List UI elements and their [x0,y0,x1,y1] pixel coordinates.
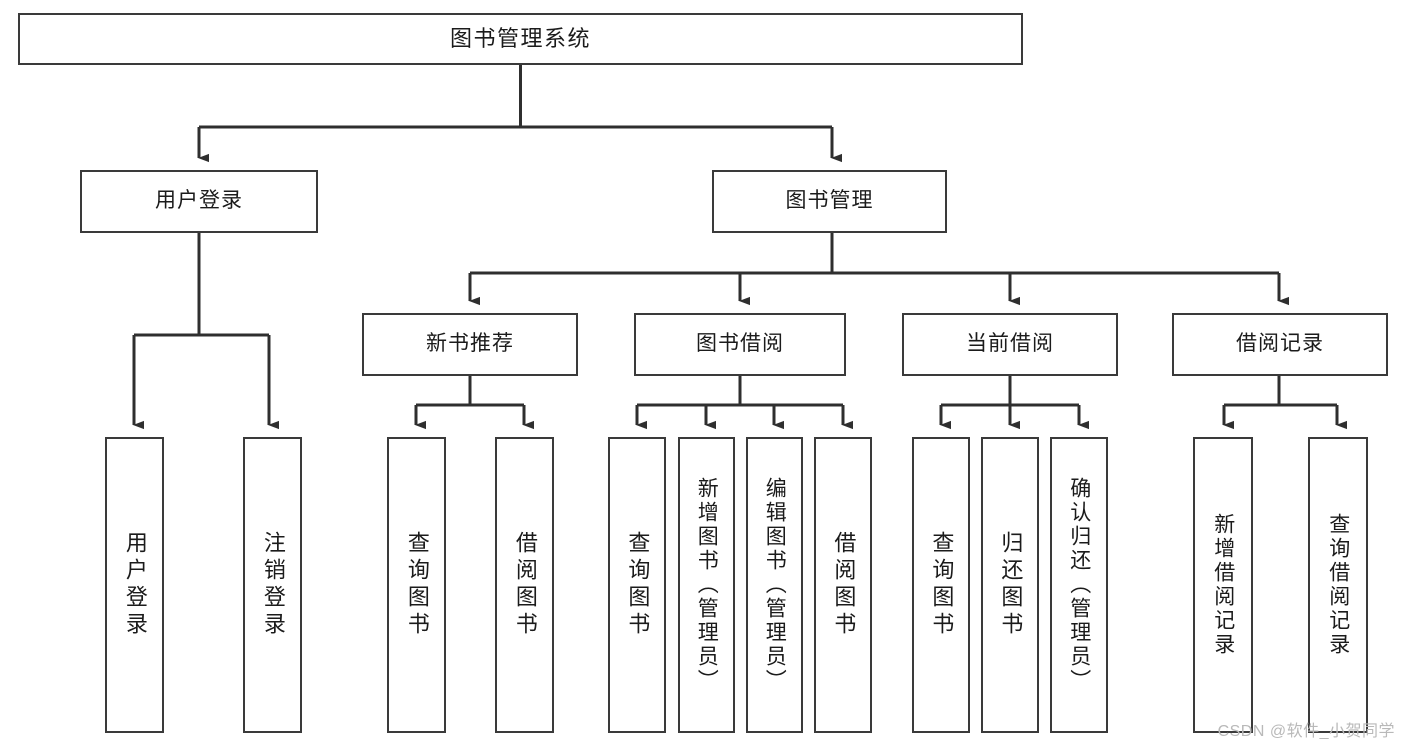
node-borrow-record[interactable]: 借阅记录 [1172,313,1388,376]
leaf-current-borrow-return[interactable]: 归还图书 [981,437,1039,733]
leaf-book-borrow-add[interactable]: 新增图书（管理员） [678,437,735,733]
leaf-borrow-record-query[interactable]: 查询借阅记录 [1308,437,1368,733]
node-new-book-recommend[interactable]: 新书推荐 [362,313,578,376]
node-label: 借阅图书 [831,531,857,639]
node-root-system[interactable]: 图书管理系统 [18,13,1023,65]
node-label: 编辑图书（管理员） [763,477,787,693]
node-label: 用户登录 [155,189,243,213]
leaf-new-book-query[interactable]: 查询图书 [387,437,446,733]
node-label: 新增图书（管理员） [695,477,719,693]
node-label: 查询图书 [404,531,430,639]
node-label: 借阅记录 [1236,332,1324,356]
leaf-book-borrow-query[interactable]: 查询图书 [608,437,666,733]
node-label: 当前借阅 [966,332,1054,356]
leaf-book-borrow-borrow[interactable]: 借阅图书 [814,437,872,733]
node-label: 注销登录 [260,531,286,639]
node-label: 图书管理 [785,189,874,213]
leaf-user-login-login[interactable]: 用户登录 [105,437,164,733]
node-current-borrow[interactable]: 当前借阅 [902,313,1118,376]
node-label: 新增借阅记录 [1211,513,1235,657]
leaf-current-borrow-confirm-return[interactable]: 确认归还（管理员） [1050,437,1108,733]
node-label: 图书借阅 [696,332,784,356]
node-label: 确认归还（管理员） [1067,477,1091,693]
node-label: 借阅图书 [512,531,538,639]
node-book-borrow[interactable]: 图书借阅 [634,313,846,376]
leaf-borrow-record-add[interactable]: 新增借阅记录 [1193,437,1253,733]
node-label: 归还图书 [998,531,1024,639]
leaf-current-borrow-query[interactable]: 查询图书 [912,437,970,733]
node-label: 用户登录 [122,531,148,639]
node-label: 查询图书 [929,531,955,639]
node-label: 图书管理系统 [449,26,591,52]
node-label: 查询图书 [625,531,651,639]
leaf-book-borrow-edit[interactable]: 编辑图书（管理员） [746,437,803,733]
leaf-user-login-logout[interactable]: 注销登录 [243,437,302,733]
node-user-login[interactable]: 用户登录 [80,170,318,233]
node-label: 新书推荐 [426,332,514,356]
leaf-new-book-borrow[interactable]: 借阅图书 [495,437,554,733]
node-label: 查询借阅记录 [1326,513,1350,657]
node-book-management[interactable]: 图书管理 [712,170,947,233]
